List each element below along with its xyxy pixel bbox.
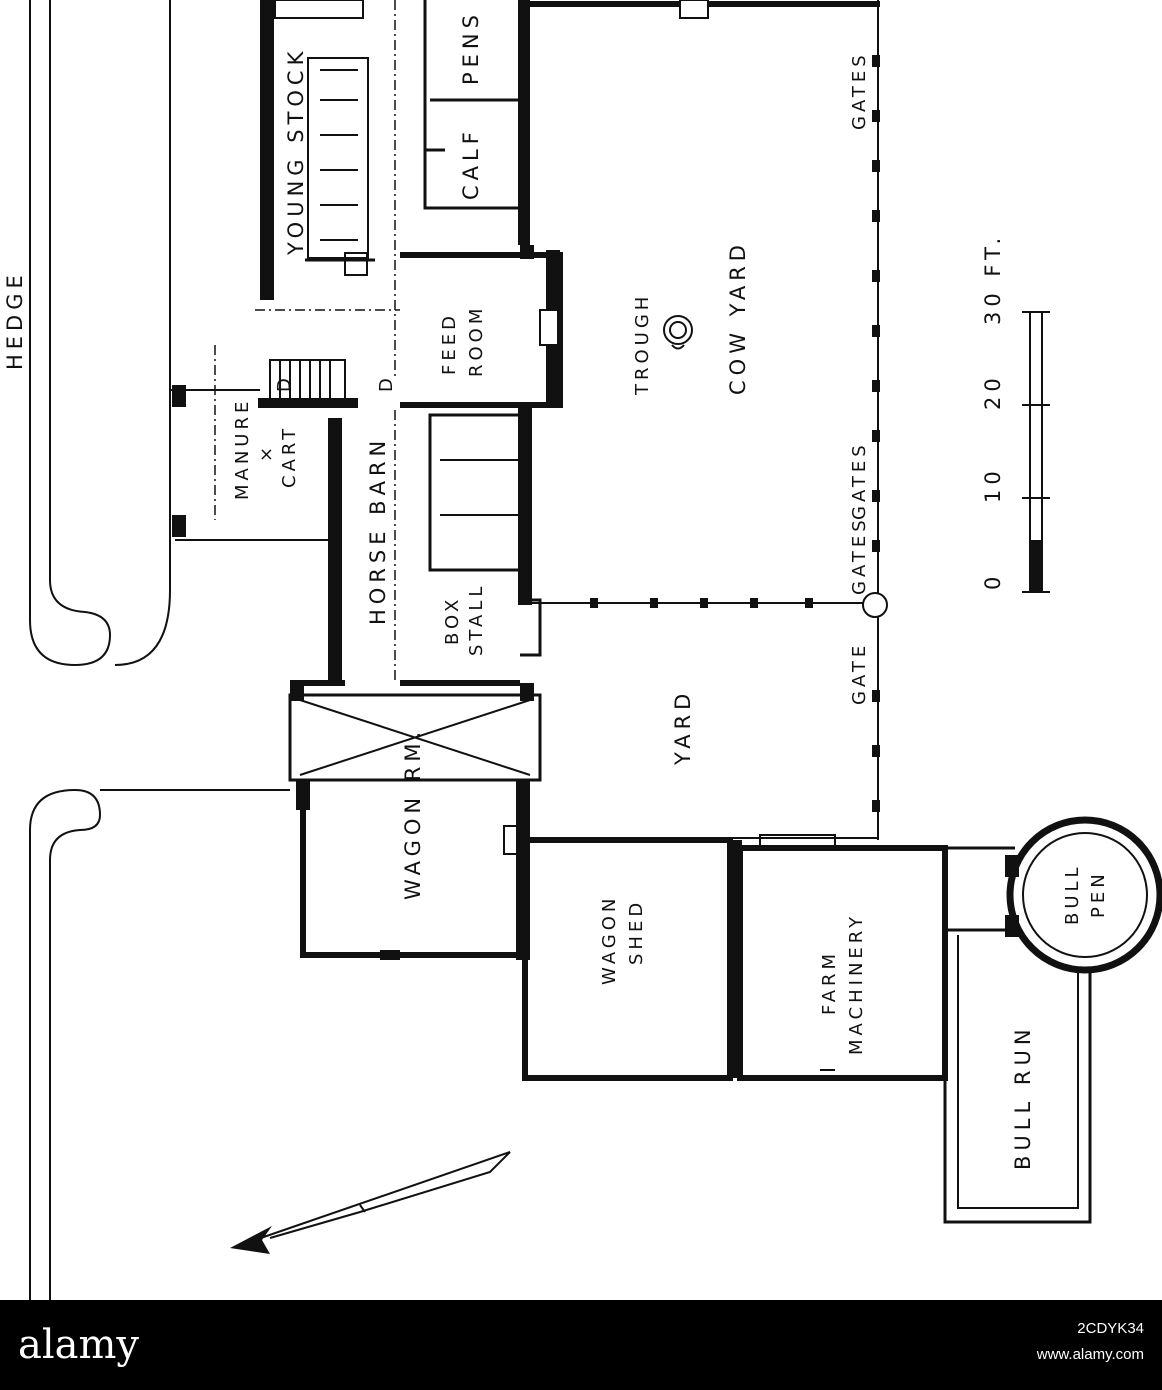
bull-pen-run (943, 816, 1162, 1224)
label-door-d: D (376, 374, 397, 392)
label-door-d2: D (274, 374, 295, 392)
label-bull-run: BULL RUN (1011, 1024, 1035, 1170)
horse-barn (290, 405, 542, 686)
label-cow-yard: COW YARD (726, 240, 750, 395)
label-bull: BULL (1062, 863, 1083, 925)
label-machinery: MACHINERY (846, 913, 867, 1055)
label-gates-low: GATES (849, 441, 870, 520)
feed-room (400, 245, 563, 408)
north-wing (255, 0, 880, 380)
north-arrow-icon (230, 1151, 511, 1254)
alamy-logo-text: alamy (18, 1322, 139, 1368)
hedge-driveway (29, 0, 290, 1300)
label-manure: MANURE (232, 398, 253, 500)
stock-url: www.alamy.com (1036, 1346, 1144, 1363)
label-pen: PEN (1088, 870, 1109, 918)
label-stall: STALL (466, 583, 487, 656)
label-horse-barn: HORSE BARN (366, 436, 390, 625)
label-manure-mark: × (256, 443, 277, 462)
label-gates-mid: GATES (849, 516, 870, 595)
label-farm: FARM (819, 950, 840, 1015)
label-box: BOX (442, 596, 463, 645)
label-cart: CART (279, 425, 300, 488)
label-feed: FEED (439, 312, 460, 375)
label-shed: SHED (626, 899, 647, 965)
stairs (258, 359, 358, 408)
stock-info: 2CDYK34 www.alamy.com (1037, 1316, 1144, 1368)
image-id: 2CDYK34 (1077, 1320, 1144, 1337)
label-wagon: WAGON (599, 895, 620, 985)
scale-bar: 0 10 20 30 FT. (981, 233, 1050, 593)
scale-tick-10: 10 (981, 466, 1005, 503)
scale-tick-20: 20 (981, 373, 1005, 410)
label-wagon-rm: WAGON RM. (401, 727, 425, 900)
label-pens: PENS (459, 10, 483, 85)
label-gates-top: GATES (849, 51, 870, 130)
stock-watermark-bar: alamy 2CDYK34 www.alamy.com (0, 1300, 1162, 1390)
manure-shed (170, 345, 330, 541)
label-calf: CALF (459, 127, 483, 200)
label-yard: YARD (671, 689, 695, 766)
wagon-room (288, 683, 542, 960)
alamy-logo: alamy (18, 1322, 139, 1368)
barn-floor-plan: 0 10 20 30 FT. HEDGE YOUNG STOCK CALF PE… (3, 0, 1162, 1300)
sheds (522, 834, 948, 1081)
label-gate: GATE (849, 642, 870, 705)
label-trough: TROUGH (632, 293, 653, 396)
trough-icon (663, 315, 693, 350)
label-room: ROOM (466, 305, 487, 377)
yard-fence (530, 0, 888, 840)
scale-tick-0: 0 (981, 572, 1005, 590)
scale-tick-30: 30 FT. (981, 233, 1005, 325)
label-hedge: HEDGE (3, 270, 27, 370)
label-young-stock: YOUNG STOCK (284, 47, 308, 256)
